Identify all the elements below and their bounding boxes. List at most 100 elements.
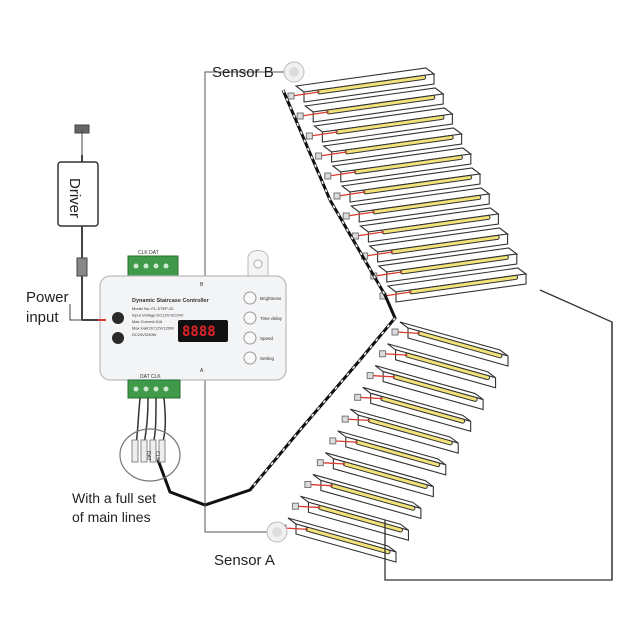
- led-strip: [306, 527, 390, 554]
- strip-wire: [383, 353, 408, 356]
- led-strip: [336, 115, 444, 134]
- strip-connector: [366, 372, 374, 380]
- led-strip: [364, 175, 472, 194]
- main-cable-dashes-lower: [249, 317, 396, 491]
- strip-wire: [358, 396, 383, 400]
- main-lines-label-1: With a full set: [72, 490, 156, 506]
- strip-wire: [395, 331, 421, 335]
- controller-button[interactable]: [243, 331, 257, 345]
- main-lines-bundle: [135, 397, 167, 446]
- led-strip: [354, 155, 462, 174]
- sensor-b-label: Sensor B: [212, 64, 274, 81]
- strip-wire: [319, 151, 348, 157]
- led-strip: [327, 95, 435, 114]
- strip-wire: [365, 251, 394, 257]
- cable-connectors: [131, 439, 166, 463]
- led-strip: [356, 440, 440, 467]
- controller-button-label: Speed: [260, 336, 274, 341]
- strip-connector: [391, 328, 399, 336]
- strip-wire: [347, 211, 375, 217]
- stair-step: [329, 430, 447, 476]
- controller-title: Dynamic Staircase Controller: [132, 298, 210, 304]
- strip-connector: [329, 437, 337, 445]
- stair-step: [324, 147, 473, 183]
- cable-tag-dat: DAT: [145, 451, 151, 461]
- stair-step: [315, 127, 463, 163]
- strip-connector: [324, 172, 332, 180]
- power-input-label-1: Power: [26, 289, 69, 306]
- strip-wire: [356, 231, 385, 237]
- led-strip: [406, 353, 490, 380]
- led-strip: [331, 484, 415, 510]
- strip-wire: [333, 440, 358, 443]
- driver-label: Driver: [66, 178, 83, 218]
- power-input-label-2: input: [26, 309, 59, 326]
- stair-step: [305, 107, 454, 143]
- strip-connector: [291, 502, 299, 510]
- led-strip: [410, 275, 518, 294]
- staircase-side-wall: [384, 289, 613, 581]
- stair-step: [370, 247, 519, 283]
- stair-step: [379, 267, 528, 303]
- led-strip: [400, 255, 508, 274]
- controller-button[interactable]: [243, 351, 257, 365]
- stair-step: [379, 343, 497, 389]
- strip-wire: [308, 483, 333, 487]
- controller-button-label: Setting: [260, 356, 275, 361]
- strip-wire: [296, 505, 321, 509]
- controller-display: 8888: [182, 324, 216, 340]
- top-terminal-label: CLK DAT: [138, 250, 159, 256]
- strip-connector: [333, 192, 341, 200]
- stair-step: [391, 321, 509, 367]
- strip-connector: [342, 212, 350, 220]
- driver-power-supply: [57, 124, 99, 321]
- controller-button[interactable]: [243, 311, 257, 325]
- strip-connector: [341, 415, 349, 423]
- stair-step: [341, 408, 459, 454]
- strip-wire: [371, 374, 396, 378]
- strip-connector: [305, 132, 313, 140]
- spec-line: DC24V/240W: [132, 332, 157, 337]
- led-strip: [318, 75, 426, 94]
- strip-wire: [374, 271, 403, 277]
- side-a-label: A: [200, 368, 204, 374]
- controller-button-label: Time delay: [260, 316, 283, 321]
- led-strip: [382, 215, 490, 234]
- strip-wire: [310, 131, 339, 137]
- bottom-terminal-label: DAT CLK: [140, 374, 161, 380]
- strip-wire: [328, 171, 357, 177]
- led-strip: [368, 418, 452, 445]
- side-b-label: B: [200, 282, 204, 288]
- strip-connector: [315, 152, 323, 160]
- controller-button-label: Brightness: [260, 296, 282, 301]
- sensor-b: [283, 61, 305, 83]
- stair-step: [304, 473, 422, 520]
- sensor-wires: [204, 71, 290, 533]
- strip-connector: [354, 393, 362, 401]
- strip-connector: [316, 459, 324, 467]
- led-strip: [393, 375, 477, 401]
- lower-staircase: [279, 321, 509, 563]
- led-strip: [373, 195, 481, 214]
- main-lines-label-2: of main lines: [72, 509, 151, 525]
- controller-button[interactable]: [243, 291, 257, 305]
- stair-step: [333, 167, 482, 203]
- spec-line: Model No.:FL-STEP-32: [132, 306, 174, 311]
- led-strip: [318, 506, 402, 532]
- strip-wire: [283, 527, 309, 531]
- strip-wire: [383, 291, 412, 297]
- strip-connector: [287, 92, 295, 100]
- stair-step: [366, 365, 484, 411]
- sensor-a: [266, 521, 288, 543]
- stair-step: [351, 207, 500, 243]
- led-strip: [391, 235, 499, 254]
- cable-tag-clk: CLK: [154, 451, 160, 461]
- stair-step: [279, 517, 397, 563]
- main-lines-magnifier: [119, 428, 181, 482]
- stair-step: [296, 87, 445, 123]
- controller-unit: [99, 250, 287, 399]
- led-strip: [418, 331, 502, 358]
- spec-line: Input Voltage:DC12V-DC24V: [132, 313, 184, 318]
